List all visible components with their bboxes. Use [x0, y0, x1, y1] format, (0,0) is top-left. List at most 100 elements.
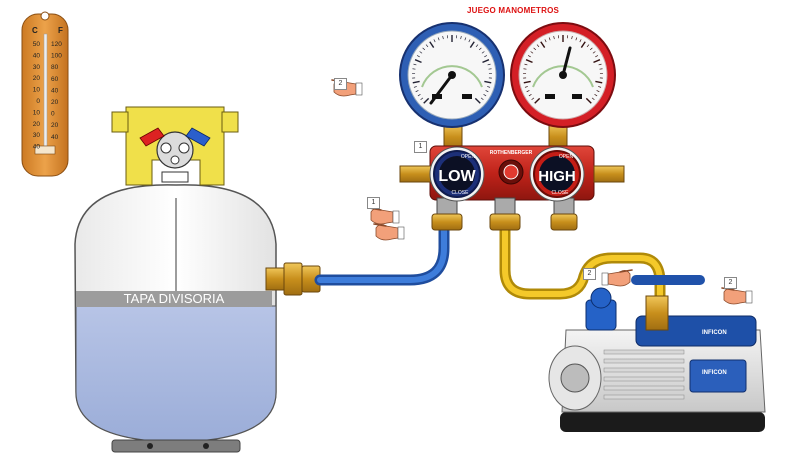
- pointing-hand-icon: [721, 287, 753, 305]
- gauge-scale-arc: [421, 65, 483, 88]
- gauge-tick: [413, 86, 417, 88]
- pointing-hand-icon: [368, 207, 400, 225]
- gauge-tick: [468, 39, 471, 43]
- step-badge-pump-switch: 2: [724, 277, 737, 289]
- gauge-tick: [480, 97, 484, 101]
- fahrenheit-tick: 60: [51, 76, 59, 83]
- pump-fin: [603, 385, 685, 391]
- gauge-tick: [429, 41, 435, 48]
- fahrenheit-tick: 20: [51, 122, 59, 129]
- gauge-tick: [417, 94, 421, 97]
- gauge-tick: [437, 37, 440, 41]
- gauge-tick: [475, 44, 479, 48]
- gauge-tick: [474, 97, 481, 104]
- gauge-tick: [442, 36, 444, 40]
- gauge-tick: [484, 55, 488, 58]
- gauge-tick: [598, 86, 602, 88]
- gauge-tick: [534, 97, 541, 104]
- gauge-tick: [548, 37, 551, 41]
- gauge-tick: [487, 86, 491, 88]
- pump-fin: [603, 358, 685, 364]
- gauge-tick: [464, 37, 467, 41]
- gauge-tick: [586, 44, 590, 48]
- gauge-tick: [469, 41, 475, 48]
- pump-fin: [603, 376, 685, 382]
- gauge-tick: [524, 86, 528, 88]
- gauge-tick: [525, 59, 533, 64]
- gauge-tick: [596, 90, 600, 93]
- gauge-tick: [595, 55, 599, 58]
- gauge-tick: [483, 94, 487, 97]
- celsius-tick: 10: [33, 87, 41, 94]
- gauge-tick: [422, 47, 426, 51]
- gauge-tick: [487, 63, 491, 66]
- celsius-label: C: [32, 26, 38, 35]
- celsius-tick: 30: [33, 64, 41, 71]
- low-open-label: OPEN: [461, 154, 476, 160]
- gauge-tick: [595, 80, 603, 84]
- gauge-tick: [594, 94, 598, 97]
- fahrenheit-label: F: [58, 26, 63, 35]
- gauge-tick: [425, 44, 429, 48]
- pointing-hand-icon: [601, 269, 633, 287]
- recovery-tank: [74, 106, 321, 453]
- celsius-tick: 40: [33, 144, 41, 151]
- pump-brand-side: INFICON: [702, 370, 727, 376]
- celsius-tick: 50: [33, 41, 41, 48]
- gauge-tick: [414, 59, 422, 64]
- gauge-tick: [544, 39, 547, 43]
- fahrenheit-tick: 40: [51, 87, 59, 94]
- gauge-tick: [481, 51, 485, 54]
- gauge-tick: [531, 97, 535, 101]
- celsius-tick: 40: [33, 52, 41, 59]
- gauge-tick: [526, 90, 530, 93]
- fahrenheit-tick: 40: [51, 134, 59, 141]
- celsius-tick: 0: [36, 98, 40, 105]
- low-valve-knob[interactable]: LOW OPEN CLOSE: [429, 146, 485, 202]
- gauge-tick: [580, 41, 586, 48]
- fahrenheit-tick: 0: [51, 111, 55, 118]
- manifold-brand: ROTHENBERGER: [490, 150, 533, 156]
- gauge-tick: [423, 97, 430, 104]
- diagram-title: JUEGO MANOMETROS: [466, 6, 560, 15]
- gauge-tick: [527, 55, 531, 58]
- gauge-tick: [536, 44, 540, 48]
- gauge-tick: [593, 59, 601, 64]
- fahrenheit-tick: 80: [51, 64, 59, 71]
- gauge-tick: [419, 51, 423, 54]
- low-close-label: CLOSE: [452, 190, 470, 196]
- gauge-tick: [530, 51, 534, 54]
- gauge-tick: [413, 63, 417, 66]
- pump-fin: [603, 394, 685, 400]
- high-open-label: OPEN: [559, 154, 574, 160]
- low-label: LOW: [438, 168, 476, 185]
- fahrenheit-tick: 20: [51, 99, 59, 106]
- fahrenheit-tick: 100: [51, 53, 62, 60]
- celsius-tick: 10: [33, 109, 41, 116]
- step-badge-pump-valve: 2: [583, 268, 596, 280]
- gauge-tick: [598, 63, 602, 66]
- vacuum-pump: INFICON INFICON: [548, 287, 766, 432]
- step-badge-low-gauge: 2: [334, 78, 347, 90]
- celsius-tick: 20: [33, 121, 41, 128]
- gauge-tick: [412, 80, 420, 84]
- pump-fin: [603, 367, 685, 373]
- high-valve-knob[interactable]: HIGH OPEN CLOSE: [529, 146, 585, 202]
- gauge-tick: [589, 47, 593, 51]
- gauge-tick: [524, 63, 528, 66]
- gauge-tick: [523, 80, 531, 84]
- gauge-tick: [571, 36, 573, 40]
- high-close-label: CLOSE: [552, 190, 570, 196]
- gauge-tick: [533, 47, 537, 51]
- gauge-tick: [485, 90, 489, 93]
- fahrenheit-tick: 120: [51, 41, 62, 48]
- gauge-tick: [528, 94, 532, 97]
- gauge-tick: [416, 55, 420, 58]
- gauge-tick: [482, 59, 490, 64]
- gauge-tick: [591, 97, 595, 101]
- high-pressure-gauge: [510, 22, 616, 128]
- yellow-hose: [499, 216, 666, 308]
- step-badge-manifold: 1: [414, 141, 427, 153]
